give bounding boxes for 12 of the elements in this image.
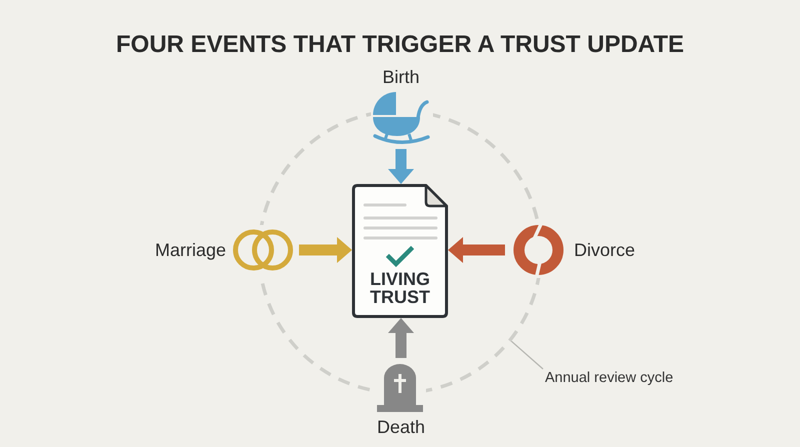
arrow [299, 237, 352, 263]
document-title: LIVING TRUST [368, 270, 431, 306]
event-label: Divorce [574, 239, 636, 261]
event-label: Death [376, 416, 426, 438]
annotation-text: Annual review cycle [545, 368, 674, 388]
arrow [448, 237, 505, 263]
event-label: Marriage [154, 239, 226, 261]
leader-line [510, 340, 544, 370]
diagram-title: FOUR EVENTS THAT TRIGGER A TRUST UPDATE [115, 30, 685, 60]
event-label: Birth [381, 66, 420, 88]
arrow [388, 318, 414, 358]
arrow [388, 149, 414, 184]
